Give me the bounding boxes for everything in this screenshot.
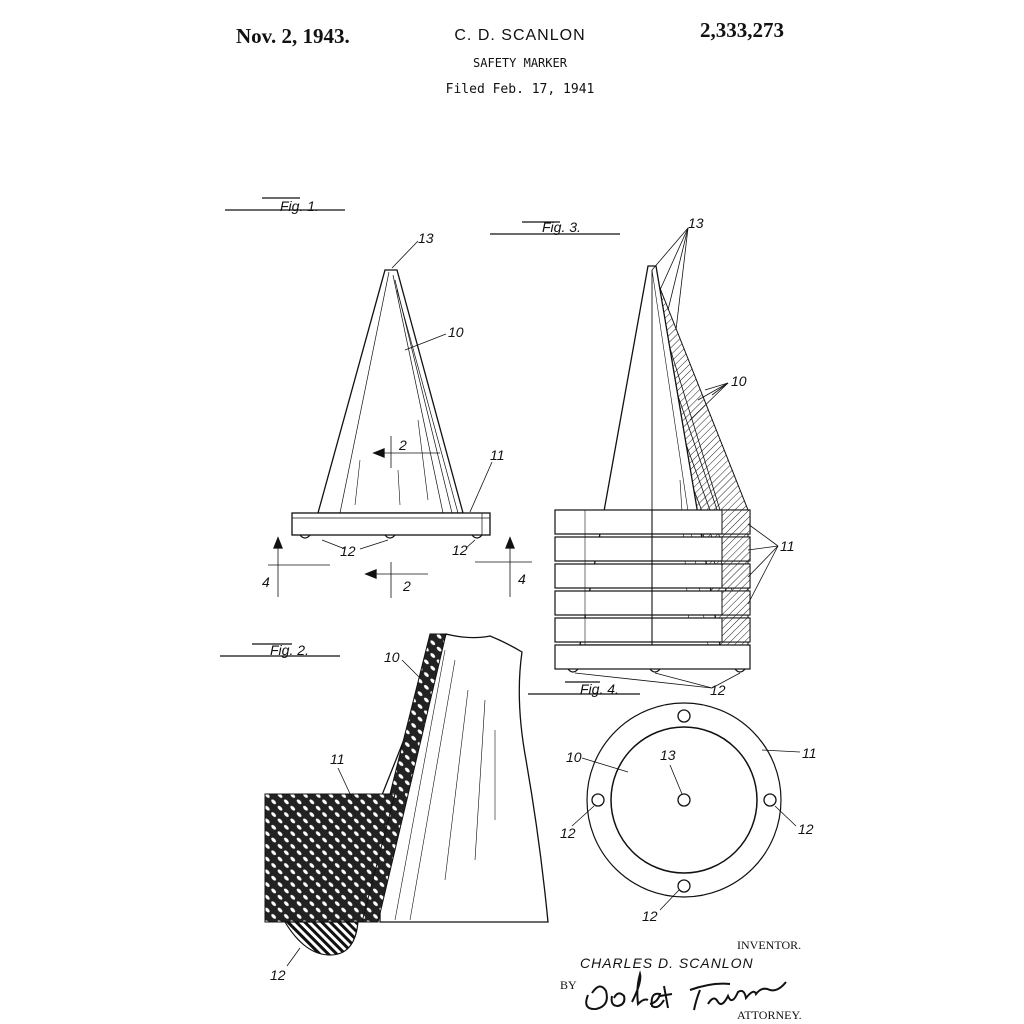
fig1-ref-13: 13 [418, 230, 434, 246]
patent-number: 2,333,273 [700, 18, 784, 42]
fig3-ref-10: 10 [731, 373, 747, 389]
fig4-ref-12-bottom: 12 [642, 908, 658, 924]
attorney-signature [585, 970, 787, 1011]
figure-2: Fig. 2. 10 11 12 [220, 633, 549, 983]
fig4-ref-12-left: 12 [560, 825, 576, 841]
fig2-label: Fig. 2. [270, 642, 309, 658]
fig1-section-4-left: 4 [262, 574, 270, 590]
fig2-ref-10: 10 [384, 649, 400, 665]
fig1-ref-12a: 12 [340, 543, 356, 559]
inventor-label: INVENTOR. [737, 938, 802, 952]
figure-3: Fig. 3. [490, 215, 795, 698]
fig4-ref-13: 13 [660, 747, 676, 763]
fig3-label: Fig. 3. [542, 219, 581, 235]
filed-date: Filed Feb. 17, 1941 [445, 82, 595, 97]
fig1-label: Fig. 1. [280, 198, 319, 214]
fig1-section-4-right: 4 [518, 571, 526, 587]
fig1-section-2-top: 2 [398, 437, 407, 453]
patent-date: Nov. 2, 1943. [236, 24, 350, 48]
fig1-ref-10: 10 [448, 324, 464, 340]
fig3-ref-12: 12 [710, 682, 726, 698]
fig4-ref-11: 11 [802, 745, 817, 761]
fig2-ref-11: 11 [330, 751, 345, 767]
figure-4: Fig. 4. 10 13 11 12 12 12 [528, 681, 817, 924]
fig3-ref-11: 11 [780, 538, 795, 554]
inventor-header: C. D. SCANLON [454, 27, 586, 44]
fig2-ref-12: 12 [270, 967, 286, 983]
fig1-section-2-bottom: 2 [402, 578, 411, 594]
fig4-ref-10: 10 [566, 749, 582, 765]
fig4-ref-12-right: 12 [798, 821, 814, 837]
fig1-ref-12b: 12 [452, 542, 468, 558]
attorney-label: ATTORNEY. [737, 1008, 802, 1022]
fig3-ref-13: 13 [688, 215, 704, 231]
by-label: BY [560, 978, 577, 992]
fig4-label: Fig. 4. [580, 681, 619, 697]
patent-title: SAFETY MARKER [473, 56, 567, 70]
fig1-ref-11: 11 [490, 447, 505, 463]
inventor-name: CHARLES D. SCANLON [580, 955, 754, 971]
figure-1: Fig. 1. 13 10 11 [225, 197, 532, 598]
